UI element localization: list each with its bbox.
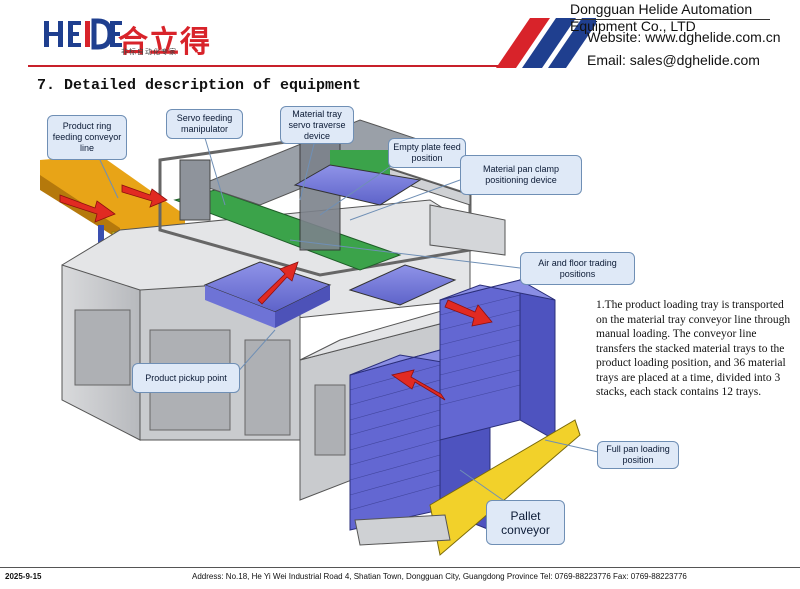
company-name: Dongguan Helide Automation Equipment Co.… (570, 1, 753, 34)
callout-product-pickup: Product pickup point (132, 363, 240, 393)
footer-rule (0, 567, 800, 568)
callout-material-tray-servo: Material tray servo traverse device (280, 106, 354, 144)
callout-servo-feeding: Servo feeding manipulator (166, 109, 243, 139)
company-rule (570, 19, 770, 20)
footer-address: Address: No.18, He Yi Wei Industrial Roa… (192, 572, 687, 581)
website: Website: www.dghelide.com.cn (587, 29, 781, 45)
footer-date: 2025-9-15 (5, 572, 42, 581)
section-title: 7. Detailed description of equipment (37, 77, 362, 94)
logo-tagline: 非标自动化专家 (121, 48, 177, 56)
callout-pallet-conveyor: Pallet conveyor (486, 500, 565, 545)
equipment-description: 1.The product loading tray is transporte… (596, 299, 791, 398)
equipment-illustration (40, 119, 599, 556)
logo-mark (44, 18, 122, 50)
header-rule (28, 65, 502, 67)
callout-material-pan-clamp: Material pan clamp positioning device (460, 155, 582, 195)
logo-chinese-name: 合立得 (118, 25, 211, 60)
callout-empty-plate: Empty plate feed position (388, 138, 466, 168)
callout-product-ring: Product ring feeding conveyor line (47, 115, 127, 160)
company-logo (40, 14, 200, 56)
brand-stripes (496, 18, 596, 68)
feed-conveyor-belt (40, 155, 185, 245)
callout-air-floor: Air and floor trading positions (520, 252, 635, 285)
callout-full-pan: Full pan loading position (597, 441, 679, 469)
email: Email: sales@dghelide.com (587, 52, 760, 68)
